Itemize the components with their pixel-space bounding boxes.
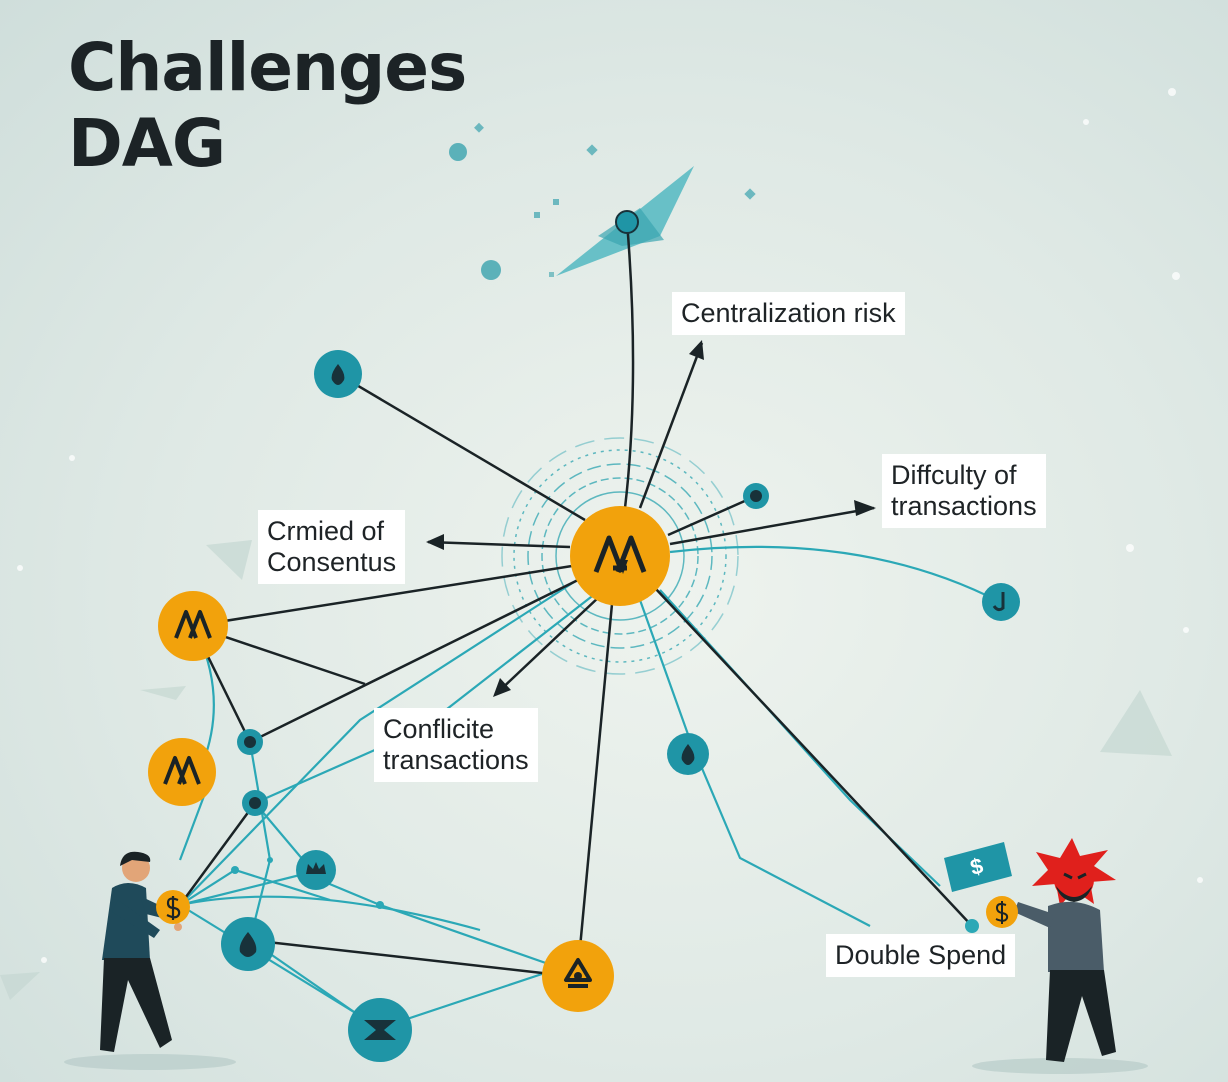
conflicting-transactions-label: Conflicite transactions [374,708,538,782]
transaction-node-upper [615,210,639,234]
transaction-node-far-right [982,583,1020,621]
centralization-risk-text: Centralization risk [681,298,896,328]
dag-hub-left-upper [158,591,228,661]
consensus-line-1: Crmied of [267,516,385,546]
dollar-coin-icon-right [986,896,1018,928]
transaction-node-top-left [314,350,362,398]
user-person-icon [64,851,236,1070]
transaction-node-bottom-left [221,917,275,971]
transaction-node-left-a [237,729,263,755]
title-line-1: Challenges [68,29,467,106]
cash-note-icon: $ [944,842,1012,892]
hub-rings [501,437,739,675]
page-title: Challenges DAG [68,29,467,182]
background-dots [17,88,1203,963]
conflict-line-2: transactions [383,745,529,775]
consensus-label: Crmied of Consentus [258,510,406,584]
difficulty-of-transactions-label: Diffculty of transactions [882,454,1046,528]
small-junction-dots [231,857,384,909]
dag-hub-left-lower [148,738,216,806]
consensus-line-2: Consentus [267,547,397,577]
dollar-coin-icon-left [156,890,190,924]
double-spend-text: Double Spend [835,940,1007,970]
double-spend-target-node [965,919,979,933]
transaction-node-mid-right [667,733,709,775]
background-particles [449,122,756,280]
title-line-2: DAG [68,105,226,182]
difficulty-line-1: Diffculty of [891,460,1017,490]
dag-hub-bottom [542,940,614,1012]
arrowheads [426,340,876,697]
double-spend-label: Double Spend [826,934,1016,977]
transaction-node-crown [296,850,336,890]
centralization-risk-label: Centralization risk [672,292,905,335]
attacker-person-icon [972,838,1148,1074]
transaction-node-bottom [348,998,412,1062]
conflict-line-1: Conflicite [383,714,495,744]
transaction-node-left-b [242,790,268,816]
cash-dollar-sign: $ [968,853,986,880]
transaction-node-right [743,483,769,509]
background-shards [0,540,1172,1000]
difficulty-line-2: transactions [891,491,1037,521]
dag-hub-center [570,506,670,606]
